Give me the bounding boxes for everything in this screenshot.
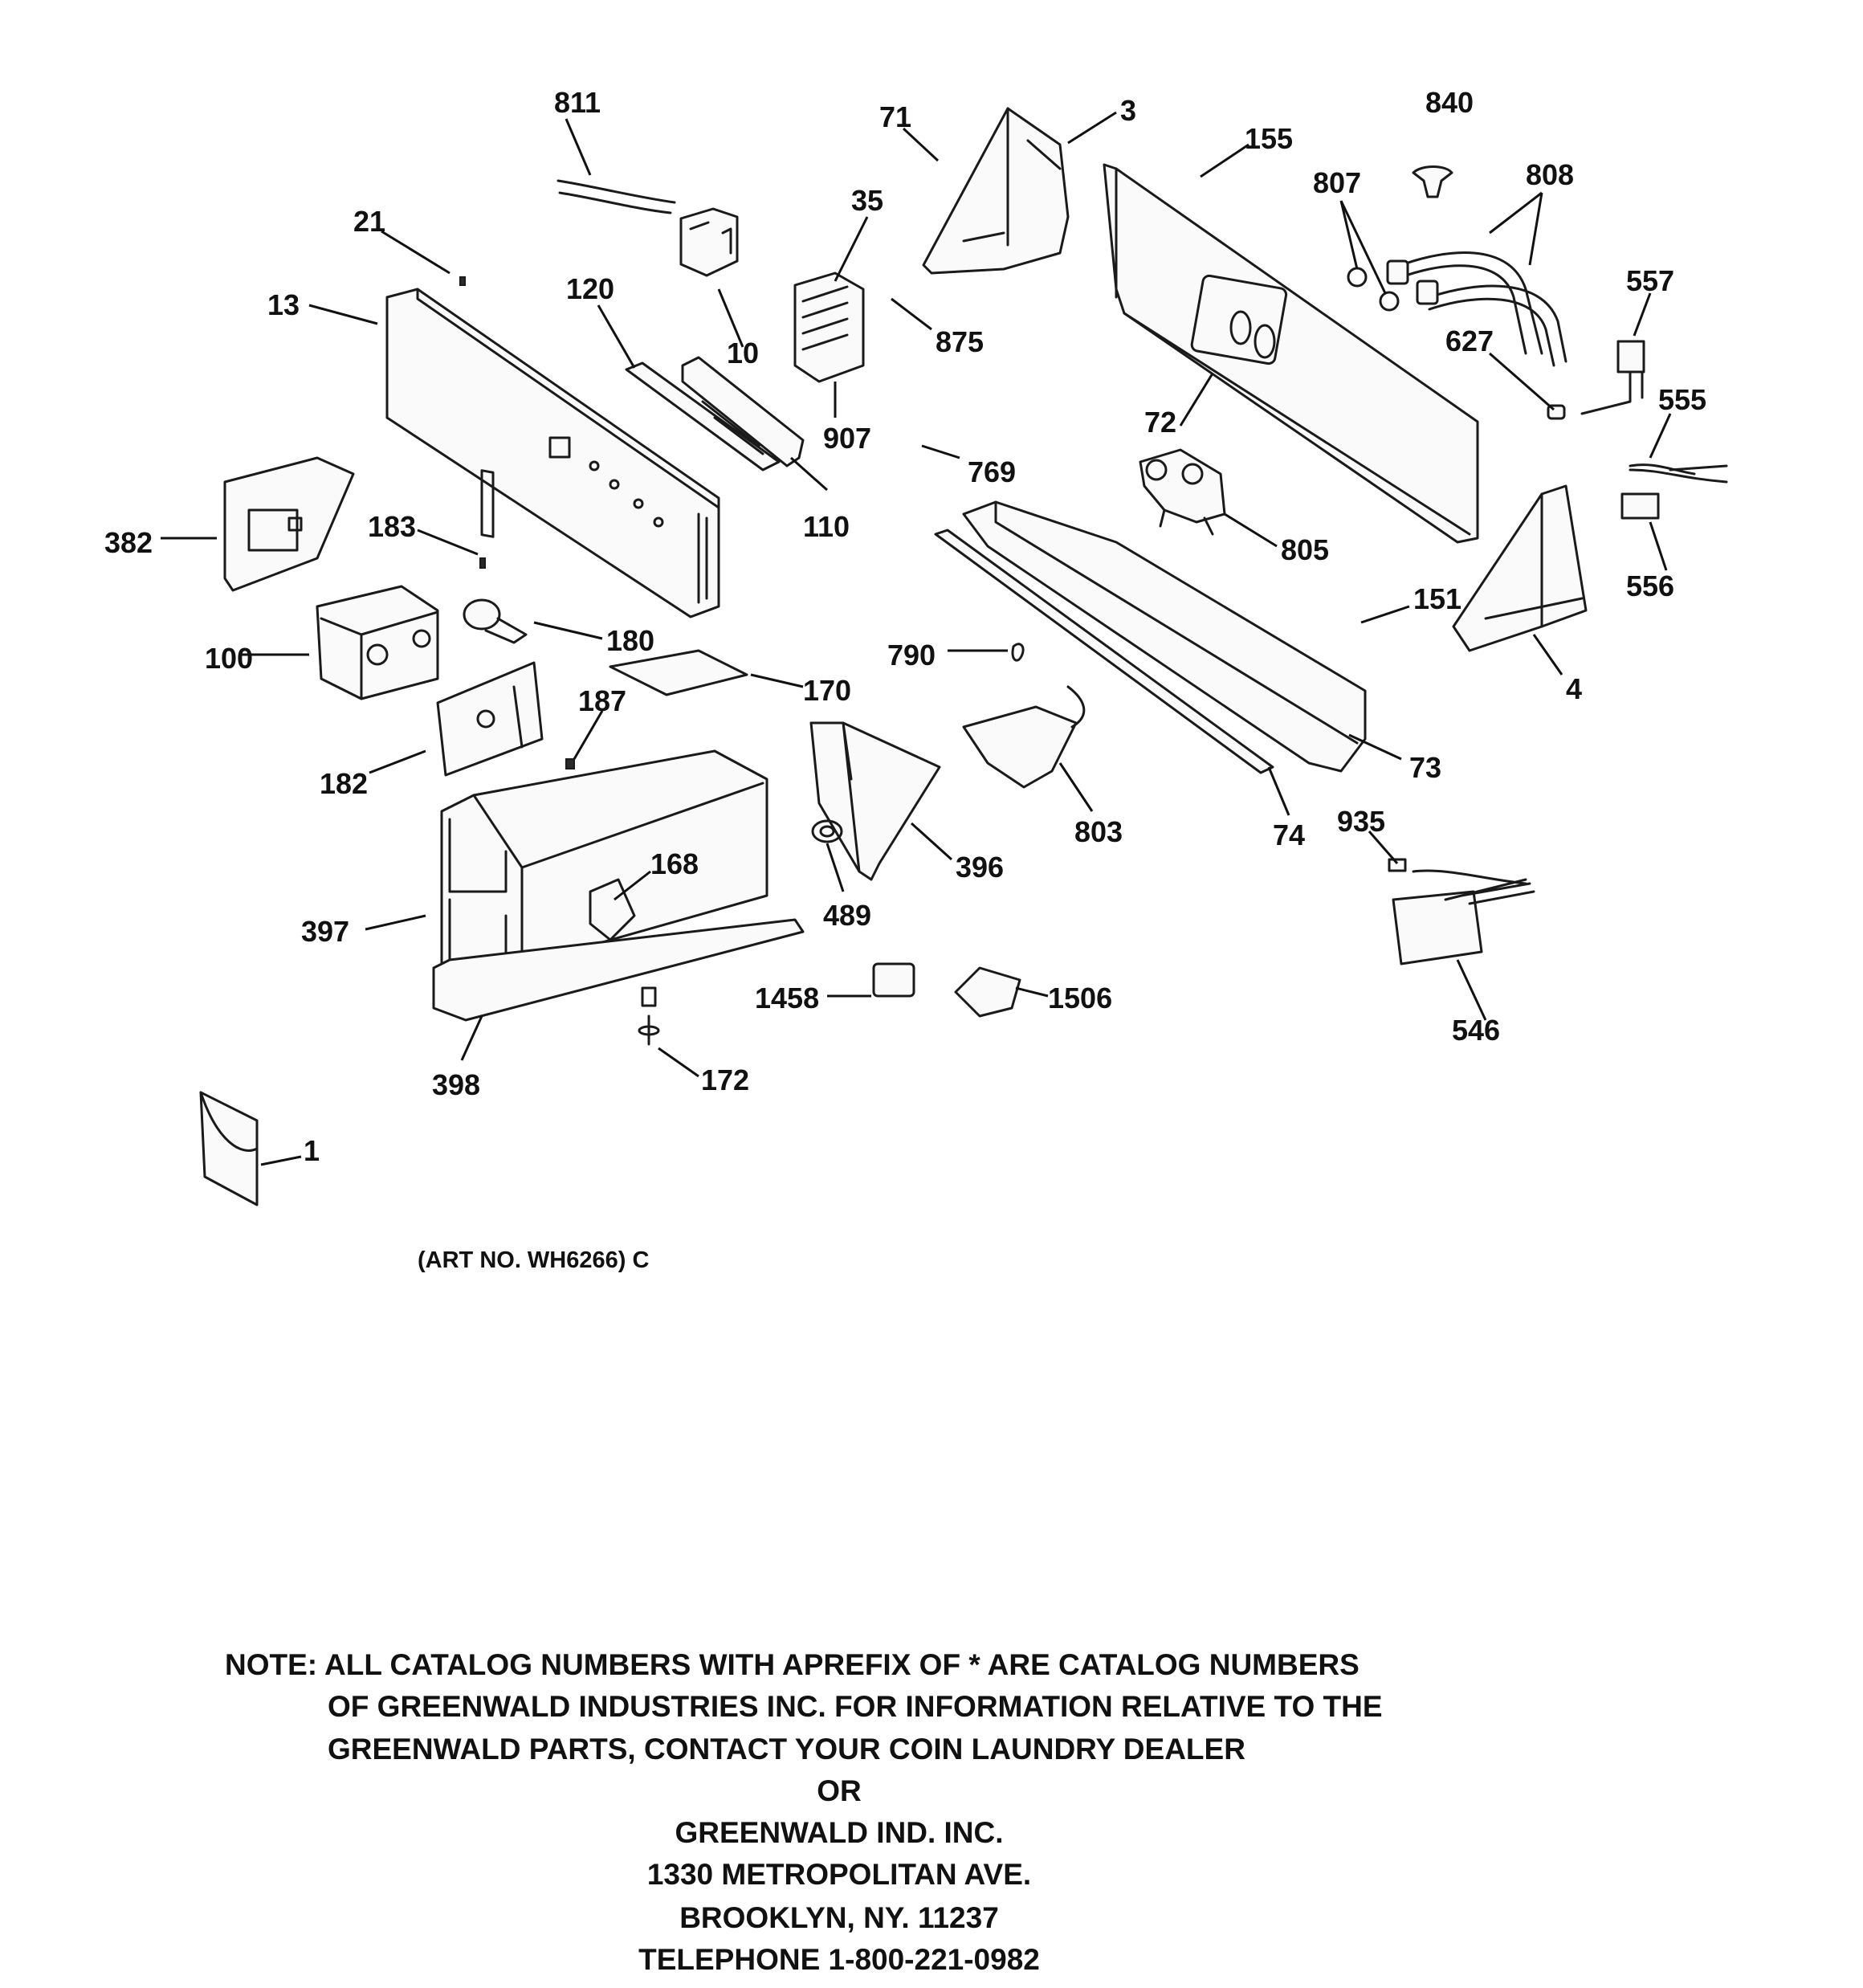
insulation-170-drawing — [609, 649, 748, 696]
label-805: 805 — [1281, 533, 1329, 566]
switch-block-drawing — [793, 271, 865, 383]
envelope-1-drawing — [199, 1091, 259, 1206]
note-line-7: BROOKLYN, NY. 11237 — [679, 1901, 999, 1934]
label-168: 168 — [650, 847, 699, 880]
label-155: 155 — [1245, 122, 1293, 155]
note-line-1: NOTE: ALL CATALOG NUMBERS WITH APREFIX O… — [225, 1648, 1360, 1681]
label-382: 382 — [104, 526, 153, 559]
label-71: 71 — [879, 100, 911, 133]
control-panel-drawing — [385, 288, 720, 618]
label-73: 73 — [1409, 751, 1441, 784]
label-21: 21 — [353, 205, 385, 238]
label-35: 35 — [851, 184, 883, 217]
label-4: 4 — [1566, 672, 1582, 705]
label-182: 182 — [320, 767, 368, 800]
label-183: 183 — [368, 510, 416, 543]
label-187: 187 — [578, 684, 626, 717]
label-120: 120 — [566, 272, 614, 305]
label-807: 807 — [1313, 166, 1361, 199]
label-180: 180 — [606, 624, 654, 657]
connector-1458-drawing — [872, 962, 915, 998]
note-line-2: OF GREENWALD INDUSTRIES INC. FOR INFORMA… — [328, 1690, 1383, 1723]
greenwald-note: NOTE: ALL CATALOG NUMBERS WITH APREFIX O… — [225, 1648, 1383, 1976]
label-907: 907 — [823, 422, 871, 455]
note-line-3: GREENWALD PARTS, CONTACT YOUR COIN LAUND… — [328, 1733, 1245, 1766]
label-557: 557 — [1626, 264, 1674, 297]
backsplash-72-drawing — [1103, 163, 1479, 544]
screw-183-drawing — [479, 557, 486, 569]
callout-labels: 811 71 3 840 155 807 808 21 35 13 120 55… — [104, 86, 1706, 1167]
note-line-6: 1330 METROPOLITAN AVE. — [647, 1858, 1031, 1891]
washer-807-a-drawing — [1347, 267, 1368, 288]
bracket-3-drawing — [922, 107, 1070, 275]
envelope-flap-drawing — [199, 1091, 259, 1152]
screw-187-drawing — [565, 758, 575, 769]
board-drawings — [625, 356, 805, 471]
label-1458: 1458 — [755, 982, 819, 1014]
label-555: 555 — [1658, 383, 1706, 416]
label-769: 769 — [968, 455, 1016, 488]
label-397: 397 — [301, 915, 349, 948]
trim-strip-74-drawing — [934, 529, 1274, 774]
label-489: 489 — [823, 899, 871, 932]
label-72: 72 — [1144, 406, 1176, 439]
cover-382-drawing — [223, 456, 355, 592]
label-110: 110 — [803, 510, 850, 543]
connector-1506-drawing — [954, 966, 1021, 1018]
housing-803-drawing — [962, 685, 1086, 789]
clip-790-drawing — [1011, 643, 1025, 662]
bracket-182-drawing — [436, 661, 544, 777]
fill-hoses-808-drawing — [1386, 251, 1567, 367]
label-790: 790 — [887, 639, 936, 672]
note-line-8: TELEPHONE 1-800-221-0982 — [638, 1943, 1040, 1976]
art-number: (ART NO. WH6266) C — [418, 1247, 649, 1273]
pressure-switch-drawing — [679, 207, 739, 277]
foot-172-drawing — [638, 986, 660, 1046]
label-100: 100 — [205, 642, 253, 675]
switch-557-drawing — [1580, 340, 1645, 415]
label-172: 172 — [701, 1063, 749, 1096]
hose-811-drawing — [556, 179, 676, 214]
screw-21-drawing — [459, 276, 466, 286]
label-13: 13 — [267, 288, 300, 321]
thermostat-180-drawing — [463, 598, 528, 644]
label-151: 151 — [1413, 582, 1461, 615]
ring-489-drawing — [811, 819, 843, 843]
label-935: 935 — [1337, 805, 1385, 838]
base-plate-398-drawing — [432, 918, 805, 1022]
label-396: 396 — [956, 851, 1004, 884]
label-10: 10 — [727, 337, 759, 369]
label-556: 556 — [1626, 569, 1674, 602]
harness-555-drawing — [1620, 463, 1728, 520]
timer-100-drawing — [316, 585, 439, 700]
washer-807-b-drawing — [1379, 291, 1400, 312]
label-627: 627 — [1445, 325, 1494, 357]
water-valve-805-drawing — [1139, 448, 1226, 536]
label-1506: 1506 — [1048, 982, 1112, 1014]
label-808: 808 — [1526, 158, 1574, 191]
note-line-5: GREENWALD IND. INC. — [675, 1816, 1003, 1849]
label-803: 803 — [1074, 815, 1123, 848]
part-drawings — [199, 107, 1728, 1206]
plug-840-drawing — [1412, 165, 1453, 198]
label-3: 3 — [1120, 94, 1136, 127]
bracket-4-drawing — [1452, 484, 1588, 652]
harness-546-drawing — [1388, 858, 1535, 965]
label-811: 811 — [554, 86, 601, 119]
label-875: 875 — [936, 325, 984, 358]
label-74: 74 — [1273, 818, 1305, 851]
shield-396-drawing — [809, 721, 941, 881]
rear-panel-73-drawing — [962, 500, 1367, 773]
leader-lines — [161, 111, 1672, 1166]
label-840: 840 — [1425, 86, 1474, 119]
label-170: 170 — [803, 674, 851, 707]
label-398: 398 — [432, 1068, 480, 1101]
note-line-4: OR — [817, 1774, 862, 1807]
label-1: 1 — [304, 1134, 320, 1167]
label-546: 546 — [1452, 1014, 1500, 1047]
